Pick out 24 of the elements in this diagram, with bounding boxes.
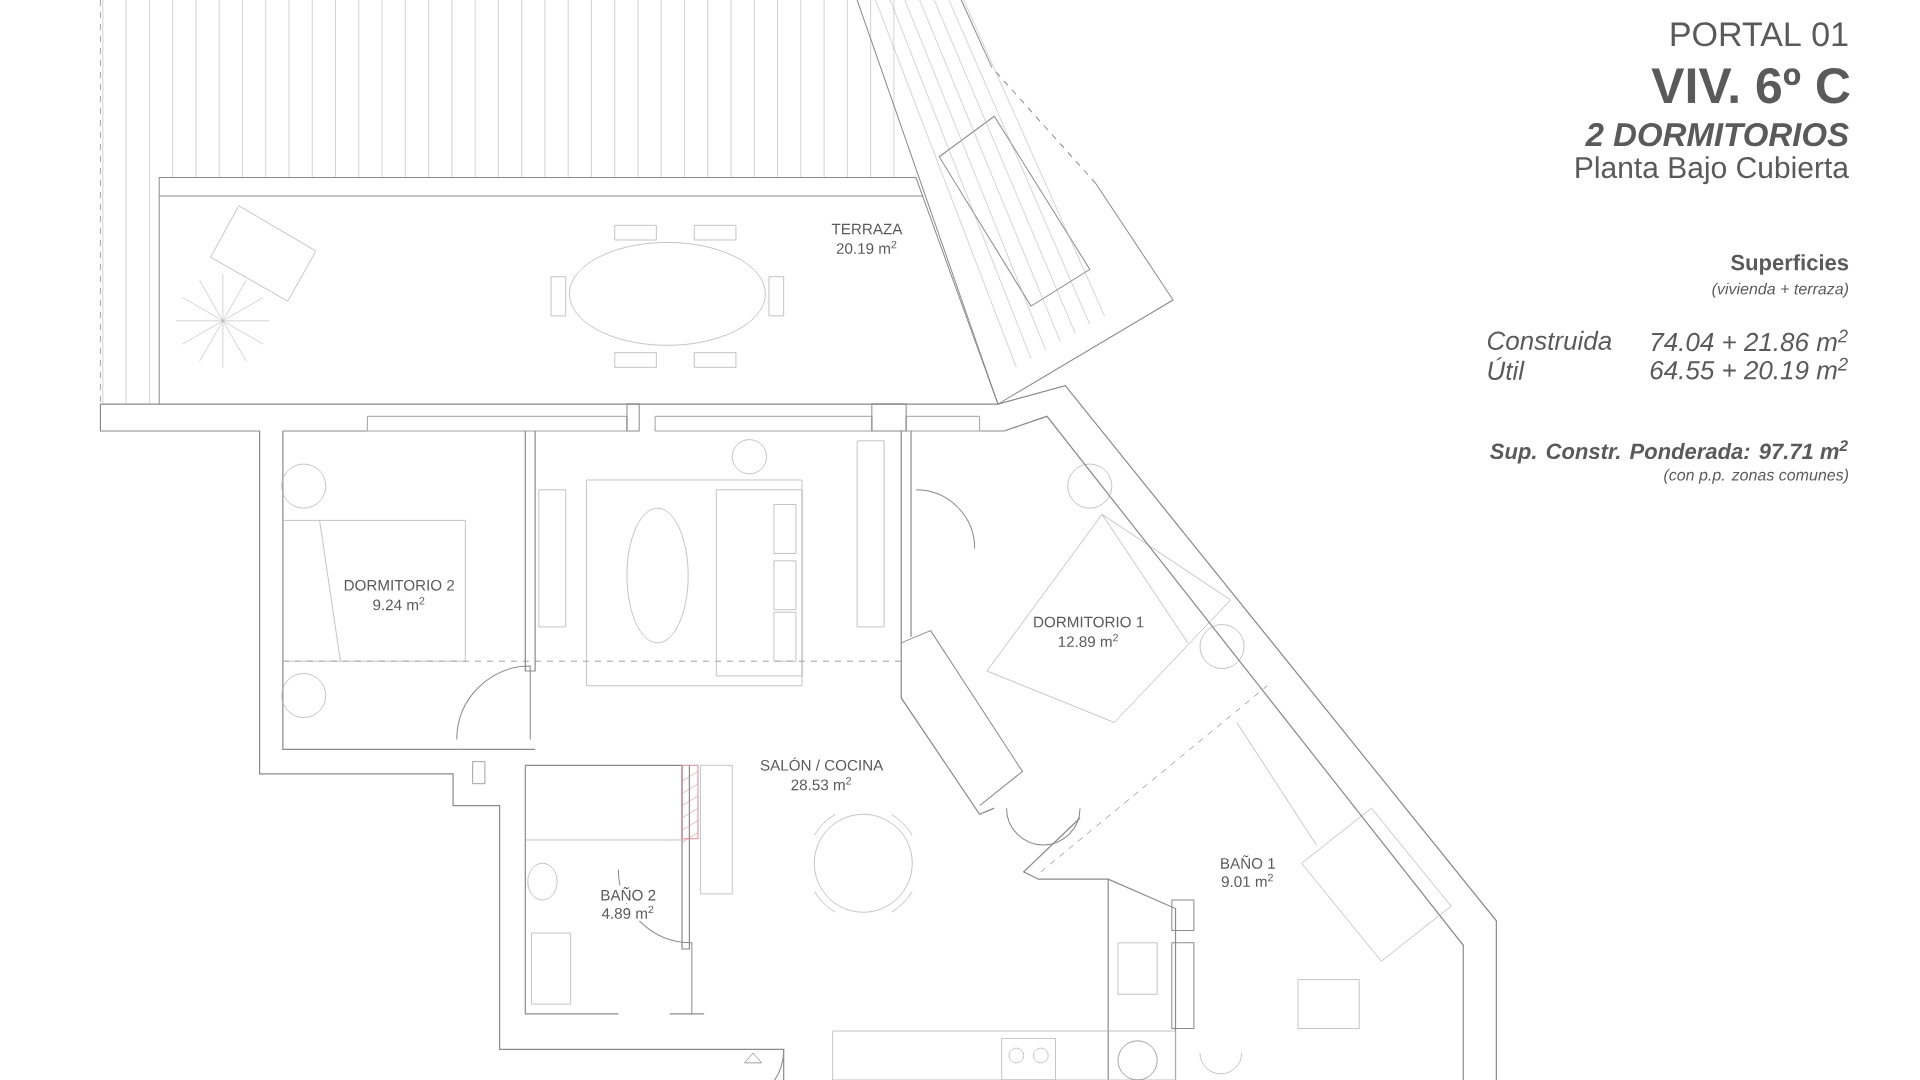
row-label: Construida: [1484, 328, 1615, 352]
room-name: DORMITORIO 1: [1031, 614, 1147, 630]
room-name: DORMITORIO 2: [341, 577, 457, 593]
room-name: TERRAZA: [829, 221, 905, 237]
subtitle: Planta Bajo Cubierta: [1571, 154, 1852, 187]
room-area: 20.19 m$^{2}$: [834, 238, 900, 256]
area-value: 64.55 + 20.19 m$^{2}$: [1647, 355, 1852, 382]
room-area: 28.53 m$^{2}$: [788, 775, 855, 793]
room-area: 4.89 m$^{2}$: [599, 903, 657, 921]
subtitle: 2 DORMITORIOS: [1583, 121, 1852, 149]
room-area: 9.24 m$^{2}$: [370, 595, 428, 613]
heading: PORTAL 01: [1666, 20, 1852, 49]
room-name: BAÑO 2: [598, 885, 659, 903]
room-area: 12.89 m$^{2}$: [1055, 631, 1122, 649]
room-name: SALÓN / COCINA: [758, 755, 886, 773]
row-label: Útil: [1484, 355, 1527, 382]
title: VIV. 6º C: [1651, 68, 1850, 104]
section-heading: Superficies: [1728, 252, 1852, 277]
room-name: BAÑO 1: [1217, 853, 1278, 871]
note: (con p.p. zonas comunes): [1661, 466, 1852, 486]
room-area: 9.01 m$^{2}$: [1219, 871, 1277, 889]
note: (vivienda + terraza): [1709, 280, 1852, 300]
area-value: 74.04 + 21.86 m$^{2}$: [1647, 327, 1852, 354]
area-total: Sup. Constr. Ponderada: 97.71 m$^{2}$: [1487, 438, 1852, 466]
